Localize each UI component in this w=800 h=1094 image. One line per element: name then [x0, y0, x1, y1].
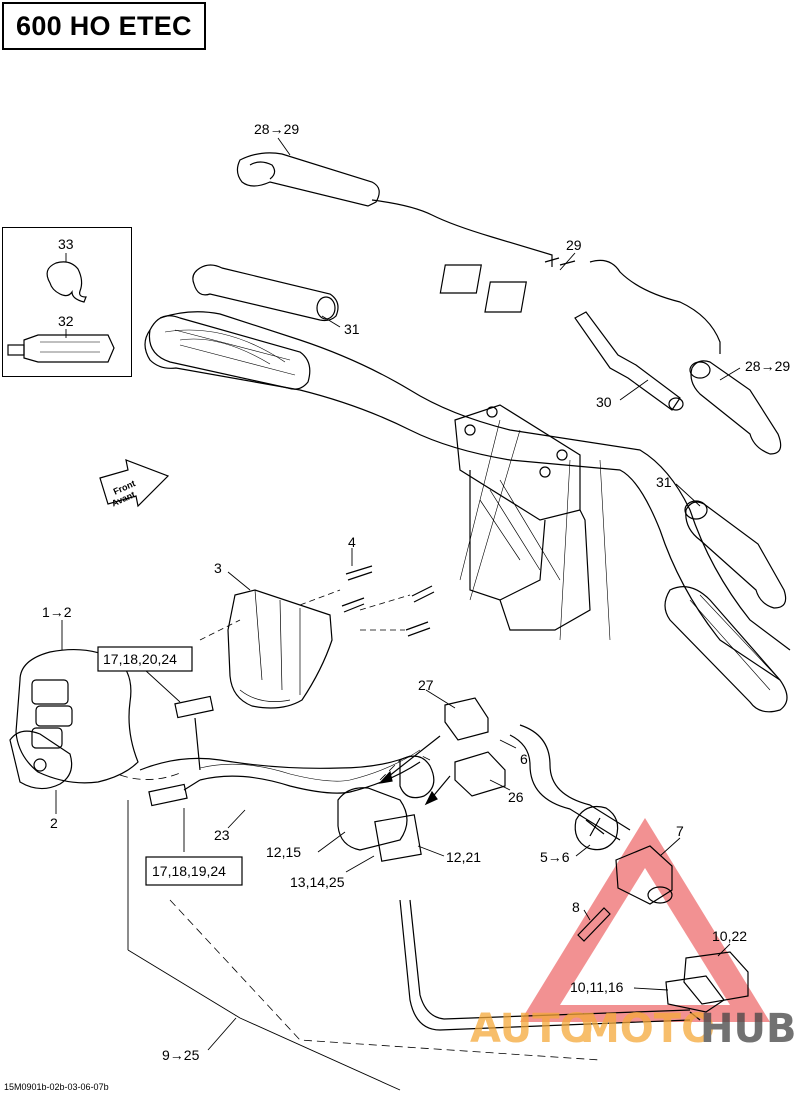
label-29: 29	[566, 237, 582, 253]
watermark-triangle	[520, 818, 770, 1022]
label-8: 8	[572, 899, 580, 915]
label-31-top: 31	[344, 321, 360, 337]
assembly-arrows	[378, 735, 451, 806]
label-32: 32	[58, 313, 74, 329]
front-arrow-drawing	[99, 459, 170, 508]
grip-31-right-drawing	[684, 500, 787, 609]
throttle-handle-30-drawing	[574, 311, 684, 411]
label-9-25: 9→25	[162, 1047, 200, 1063]
label-28-29-top: 28→29	[254, 121, 299, 137]
grip-heater-right-drawing	[689, 360, 782, 455]
tube-32-drawing	[7, 334, 115, 363]
label-box-17-18-19-24: 17,18,19,24	[152, 863, 226, 879]
label-30: 30	[596, 394, 612, 410]
label-23: 23	[214, 827, 230, 843]
label-10-22: 10,22	[712, 928, 747, 944]
pin-8-drawing	[577, 907, 611, 942]
label-2: 2	[50, 815, 58, 831]
left-grip-drawing	[148, 315, 311, 390]
right-grip-drawing	[664, 586, 788, 713]
label-4: 4	[348, 534, 356, 550]
part-labels: 33 32 28→29 29 31 28→29 30 31 4 3 1→2 27…	[4, 121, 790, 1092]
grip-heater-top-drawing	[236, 152, 553, 267]
label-12-15: 12,15	[266, 844, 301, 860]
label-6: 6	[520, 751, 528, 767]
switch-housing-drawing	[9, 648, 139, 790]
housing-3-drawing	[227, 589, 333, 709]
assembly-dashed-lines	[119, 754, 601, 1061]
label-3: 3	[214, 560, 222, 576]
clip-33-drawing	[46, 261, 87, 303]
riser-clamp-drawing	[454, 404, 591, 631]
label-13-14-25: 13,14,25	[290, 874, 345, 890]
label-31-right: 31	[656, 474, 672, 490]
label-28-29-right: 28→29	[745, 358, 790, 374]
module-7-drawing	[615, 845, 673, 905]
label-box-17-18-20-24: 17,18,20,24	[103, 651, 177, 667]
footer-code: 15M0901b-02b-03-06-07b	[4, 1082, 109, 1092]
leader-lines	[55, 137, 741, 1091]
sensor-5-6-drawing	[574, 805, 619, 851]
label-box-bottom-frame	[145, 856, 243, 886]
diagram-title-box: 600 HO ETEC	[2, 2, 206, 50]
label-33: 33	[58, 236, 74, 252]
watermark-part1: AUTO	[470, 1006, 594, 1052]
label-12-21: 12,21	[446, 849, 481, 865]
watermark-part3: HUB	[700, 1006, 796, 1052]
diagram-title: 600 HO ETEC	[16, 11, 192, 41]
connectors-drawing	[148, 695, 506, 807]
label-5-6: 5→6	[540, 849, 570, 865]
watermark-part2: MOTO	[580, 1006, 715, 1052]
inset-box	[2, 227, 132, 377]
wiring-harness-drawing	[139, 724, 691, 1031]
label-27: 27	[418, 677, 434, 693]
grip-31-top-drawing	[192, 264, 339, 322]
label-1-2: 1→2	[42, 604, 72, 620]
label-26: 26	[508, 789, 524, 805]
label-7: 7	[676, 823, 684, 839]
main-connector-assembly-drawing	[337, 755, 435, 862]
screws-4-drawing	[199, 565, 435, 641]
connector-10-22-drawing	[665, 951, 749, 1021]
connector-29-pair-drawing	[439, 257, 721, 354]
label-10-11-16: 10,11,16	[570, 979, 624, 995]
watermark-logo: AUTO MOTO HUB	[470, 1006, 796, 1052]
label-box-top-frame	[97, 646, 193, 672]
